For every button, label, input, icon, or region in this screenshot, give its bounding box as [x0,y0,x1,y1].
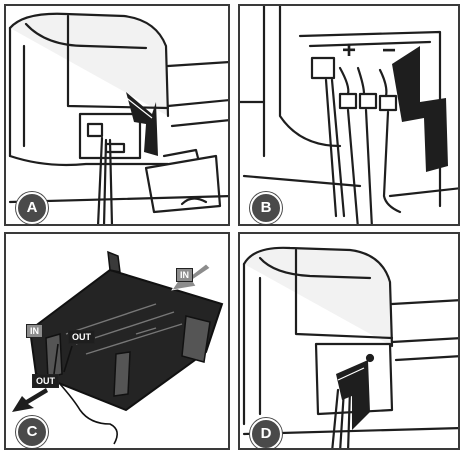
panel-b: + − B [238,4,460,226]
out-arrow-bottom [12,388,48,412]
out-tag-bottom: OUT [32,374,59,388]
in-tag-left: IN [26,324,43,338]
panel-d: D [238,232,460,450]
panel-label-b: B [250,192,282,224]
panel-a: A [4,4,230,226]
out-tag-mid: OUT [68,330,95,344]
plus-symbol: + [342,37,356,64]
minus-symbol: − [382,37,396,64]
panel-c: IN IN OUT OUT C [4,232,230,450]
panel-label-c: C [16,416,48,448]
panel-label-a: A [16,192,48,224]
panel-d-illustration [240,234,460,450]
panel-label-d: D [250,418,282,450]
in-tag-top: IN [176,268,193,282]
